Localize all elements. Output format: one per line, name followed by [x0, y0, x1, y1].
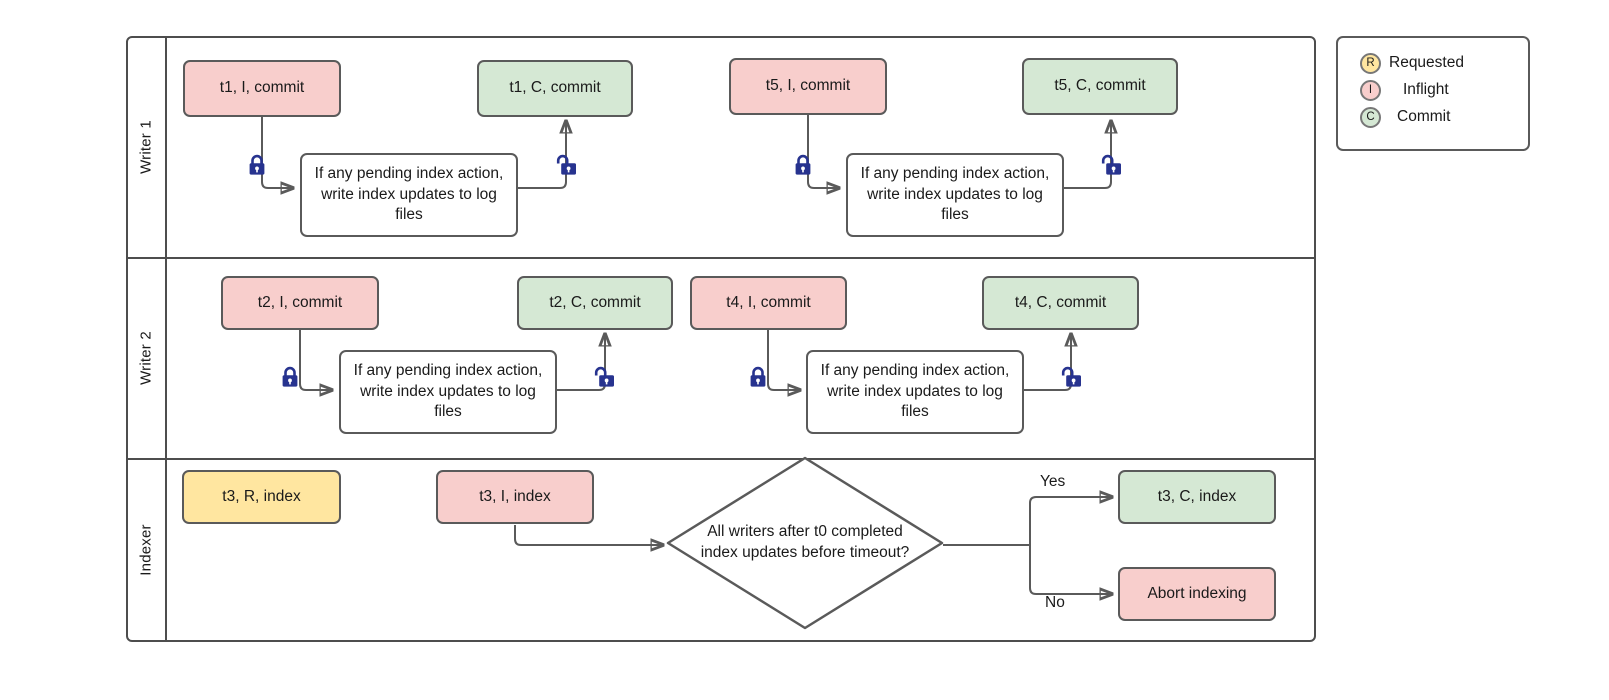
lane-header-writer-2: Writer 2 — [126, 257, 167, 458]
node-label: t1, I, commit — [219, 79, 305, 97]
node-label: t3, C, index — [1157, 487, 1237, 505]
node-w1-t1-inflight[interactable]: t1, I, commit — [183, 60, 341, 117]
legend-label-inflight: Inflight — [1403, 81, 1449, 98]
legend-label-requested: Requested — [1389, 54, 1464, 71]
lock-open-icon — [556, 154, 576, 176]
node-label: t5, I, commit — [765, 77, 851, 95]
legend-item-requested: R Requested — [1360, 50, 1528, 76]
lock-closed-icon — [748, 366, 768, 388]
node-label: If any pending index action, write index… — [860, 165, 1050, 224]
lane-divider-2 — [126, 458, 1316, 460]
lane-label-writer-1: Writer 1 — [137, 119, 154, 174]
node-label: t3, R, index — [222, 487, 301, 505]
node-w2-process-2[interactable]: If any pending index action, write index… — [806, 350, 1024, 434]
lane-divider-1 — [126, 257, 1316, 259]
node-label: t2, C, commit — [549, 293, 641, 311]
node-indexer-decision[interactable]: All writers after t0 completed index upd… — [665, 455, 945, 631]
node-label: If any pending index action, write index… — [314, 165, 504, 224]
legend-label-commit: Commit — [1397, 108, 1451, 125]
legend-box: R Requested I Inflight C Commit — [1336, 36, 1530, 151]
edge-label-yes: Yes — [1040, 473, 1065, 491]
node-label: If any pending index action, write index… — [353, 362, 543, 421]
lane-label-indexer: Indexer — [137, 524, 154, 576]
node-label: t5, C, commit — [1054, 77, 1146, 95]
legend-item-commit: C Commit — [1360, 104, 1528, 130]
lock-closed-icon — [247, 154, 267, 176]
lane-header-indexer: Indexer — [126, 458, 167, 642]
node-label: t4, C, commit — [1014, 293, 1107, 311]
node-label: t2, I, commit — [257, 293, 343, 311]
node-w2-process-1[interactable]: If any pending index action, write index… — [339, 350, 557, 434]
lane-label-writer-2: Writer 2 — [137, 330, 154, 385]
node-label: t1, C, commit — [509, 79, 601, 97]
node-w1-t5-commit[interactable]: t5, C, commit — [1022, 58, 1178, 115]
node-label: t4, I, commit — [726, 293, 811, 311]
badge-inflight-icon: I — [1360, 79, 1381, 101]
node-w2-t4-commit[interactable]: t4, C, commit — [982, 276, 1139, 330]
lock-open-icon — [1061, 366, 1081, 388]
lock-open-icon — [594, 366, 614, 388]
node-label: If any pending index action, write index… — [820, 362, 1010, 421]
node-label: Abort indexing — [1147, 584, 1247, 602]
legend-item-inflight: I Inflight — [1360, 77, 1528, 103]
node-indexer-t3-inflight[interactable]: t3, I, index — [436, 470, 594, 524]
node-w2-t2-inflight[interactable]: t2, I, commit — [221, 276, 379, 330]
lane-header-writer-1: Writer 1 — [126, 36, 167, 257]
badge-requested-icon: R — [1360, 52, 1381, 74]
yes-text: Yes — [1040, 473, 1066, 490]
node-w1-t1-commit[interactable]: t1, C, commit — [477, 60, 633, 117]
badge-commit-icon: C — [1360, 106, 1381, 128]
node-label: t3, I, index — [479, 487, 551, 505]
node-w2-t4-inflight[interactable]: t4, I, commit — [690, 276, 847, 330]
lock-closed-icon — [280, 366, 300, 388]
lock-open-icon — [1101, 154, 1121, 176]
node-w2-t2-commit[interactable]: t2, C, commit — [517, 276, 673, 330]
node-w1-process-1[interactable]: If any pending index action, write index… — [300, 153, 518, 237]
node-w1-process-2[interactable]: If any pending index action, write index… — [846, 153, 1064, 237]
edge-label-no: No — [1045, 594, 1065, 612]
no-text: No — [1045, 594, 1065, 611]
node-indexer-t3-commit[interactable]: t3, C, index — [1118, 470, 1276, 524]
node-w1-t5-inflight[interactable]: t5, I, commit — [729, 58, 887, 115]
node-indexer-abort[interactable]: Abort indexing — [1118, 567, 1276, 621]
node-indexer-t3-requested[interactable]: t3, R, index — [182, 470, 341, 524]
lock-closed-icon — [793, 154, 813, 176]
